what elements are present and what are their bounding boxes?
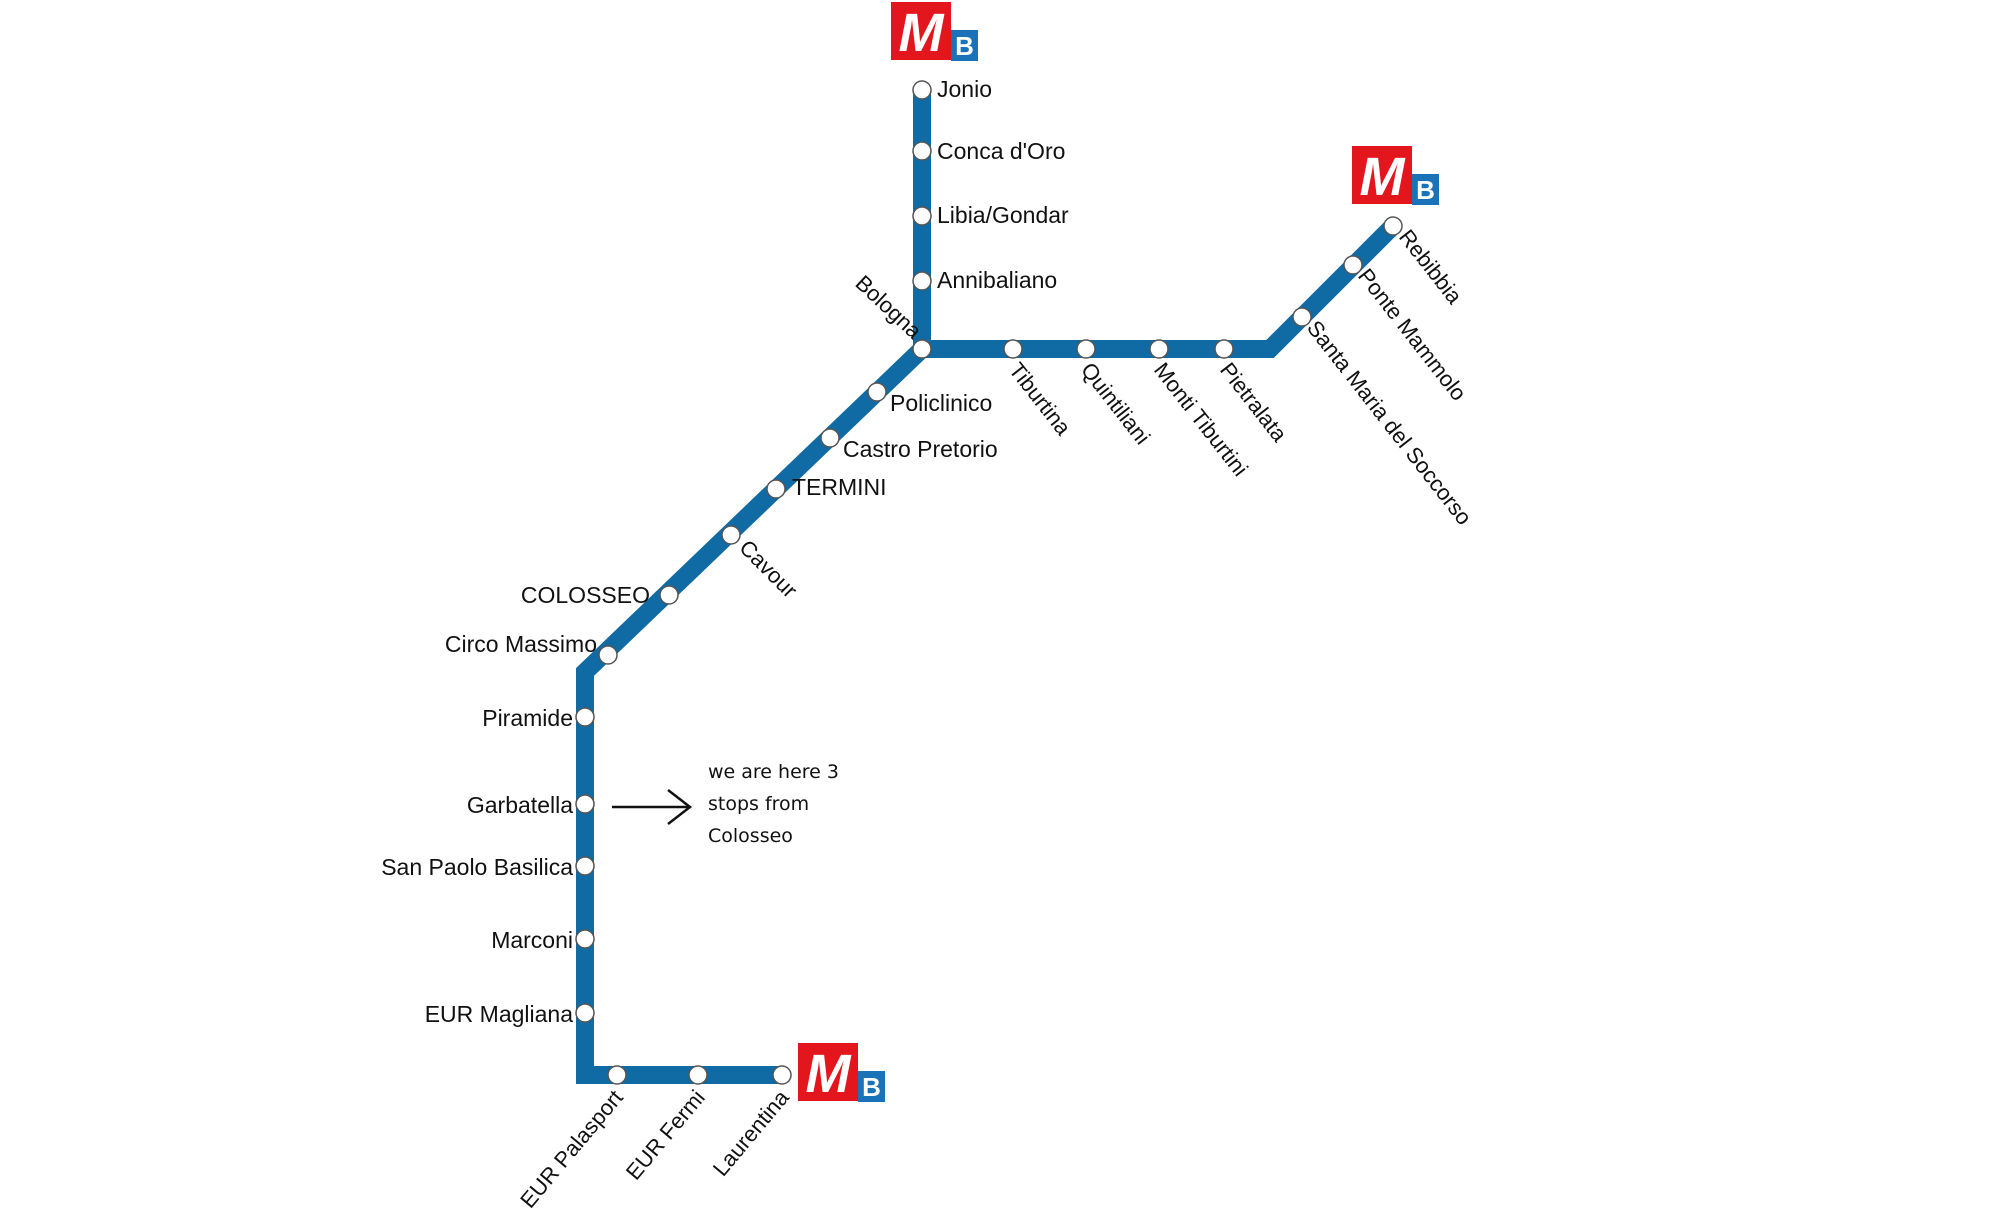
annotation-line-3: Colosseo <box>708 825 793 847</box>
station-label-piramide: Piramide <box>482 705 573 731</box>
station-label-castro-pretorio: Castro Pretorio <box>843 436 998 462</box>
station-dot-eur-fermi[interactable] <box>688 1065 708 1085</box>
station-dot-termini[interactable] <box>766 479 786 499</box>
station-label-annibaliano: Annibaliano <box>937 267 1057 293</box>
station-label-eur-palasport: EUR Palasport <box>515 1085 628 1208</box>
station-dot-conca-doro[interactable] <box>912 141 932 161</box>
station-label-cavour: Cavour <box>734 535 802 603</box>
station-dot-santa-maria-del-soccorso[interactable] <box>1292 307 1312 327</box>
station-dot-libia-gondar[interactable] <box>912 206 932 226</box>
station-label-laurentina: Laurentina <box>708 1085 794 1181</box>
station-dot-laurentina[interactable] <box>772 1065 792 1085</box>
station-label-eur-fermi: EUR Fermi <box>621 1085 710 1184</box>
station-label-santa-maria-del-soccorso: Santa Maria del Soccorso <box>1302 316 1477 530</box>
station-dot-eur-palasport[interactable] <box>607 1065 627 1085</box>
station-dot-marconi[interactable] <box>575 929 595 949</box>
station-dot-tiburtina[interactable] <box>1003 339 1023 359</box>
station-dot-annibaliano[interactable] <box>912 271 932 291</box>
annotation-line-1: we are here 3 <box>708 761 839 783</box>
station-label-colosseo: COLOSSEO <box>521 582 650 608</box>
station-dots <box>575 80 1403 1085</box>
svg-text:M: M <box>1360 147 1406 207</box>
station-dot-pietralata[interactable] <box>1214 339 1234 359</box>
station-dot-ponte-mammolo[interactable] <box>1343 255 1363 275</box>
svg-text:B: B <box>1416 175 1435 205</box>
annotation-line-2: stops from <box>708 793 809 815</box>
station-dot-cavour[interactable] <box>721 525 741 545</box>
station-label-garbatella: Garbatella <box>467 792 573 818</box>
metro-b-logo-north: M B <box>891 2 978 63</box>
station-label-rebibbia: Rebibbia <box>1394 225 1468 309</box>
arrow-right-icon <box>612 789 693 825</box>
station-label-termini: TERMINI <box>792 474 887 500</box>
station-dot-rebibbia[interactable] <box>1383 216 1403 236</box>
metro-b-logo-east: M B <box>1352 146 1439 207</box>
metro-b-logo-south: M B <box>798 1043 885 1104</box>
station-dot-quintiliani[interactable] <box>1076 339 1096 359</box>
station-dot-policlinico[interactable] <box>867 382 887 402</box>
station-dot-circo-massimo[interactable] <box>598 645 618 665</box>
station-label-san-paolo-basilica: San Paolo Basilica <box>381 854 573 880</box>
station-dot-eur-magliana[interactable] <box>575 1003 595 1023</box>
station-label-circo-massimo: Circo Massimo <box>445 631 597 657</box>
station-dot-piramide[interactable] <box>575 707 595 727</box>
station-dot-garbatella[interactable] <box>575 794 595 814</box>
svg-text:M: M <box>806 1044 852 1104</box>
svg-text:B: B <box>862 1072 881 1102</box>
station-dot-colosseo[interactable] <box>659 585 679 605</box>
station-label-quintiliani: Quintiliani <box>1076 358 1155 450</box>
station-dot-monti-tiburtini[interactable] <box>1149 339 1169 359</box>
station-dot-castro-pretorio[interactable] <box>820 428 840 448</box>
station-label-libia-gondar: Libia/Gondar <box>937 202 1069 228</box>
svg-text:M: M <box>899 3 945 63</box>
station-dot-jonio[interactable] <box>912 80 932 100</box>
station-label-conca-doro: Conca d'Oro <box>937 138 1065 164</box>
station-label-policlinico: Policlinico <box>890 390 992 416</box>
station-label-tiburtina: Tiburtina <box>1004 358 1076 441</box>
station-label-marconi: Marconi <box>491 927 573 953</box>
station-dot-san-paolo-basilica[interactable] <box>575 856 595 876</box>
svg-text:B: B <box>955 31 974 61</box>
station-label-jonio: Jonio <box>937 76 992 102</box>
station-label-eur-magliana: EUR Magliana <box>425 1001 573 1027</box>
station-dot-bologna[interactable] <box>912 339 932 359</box>
